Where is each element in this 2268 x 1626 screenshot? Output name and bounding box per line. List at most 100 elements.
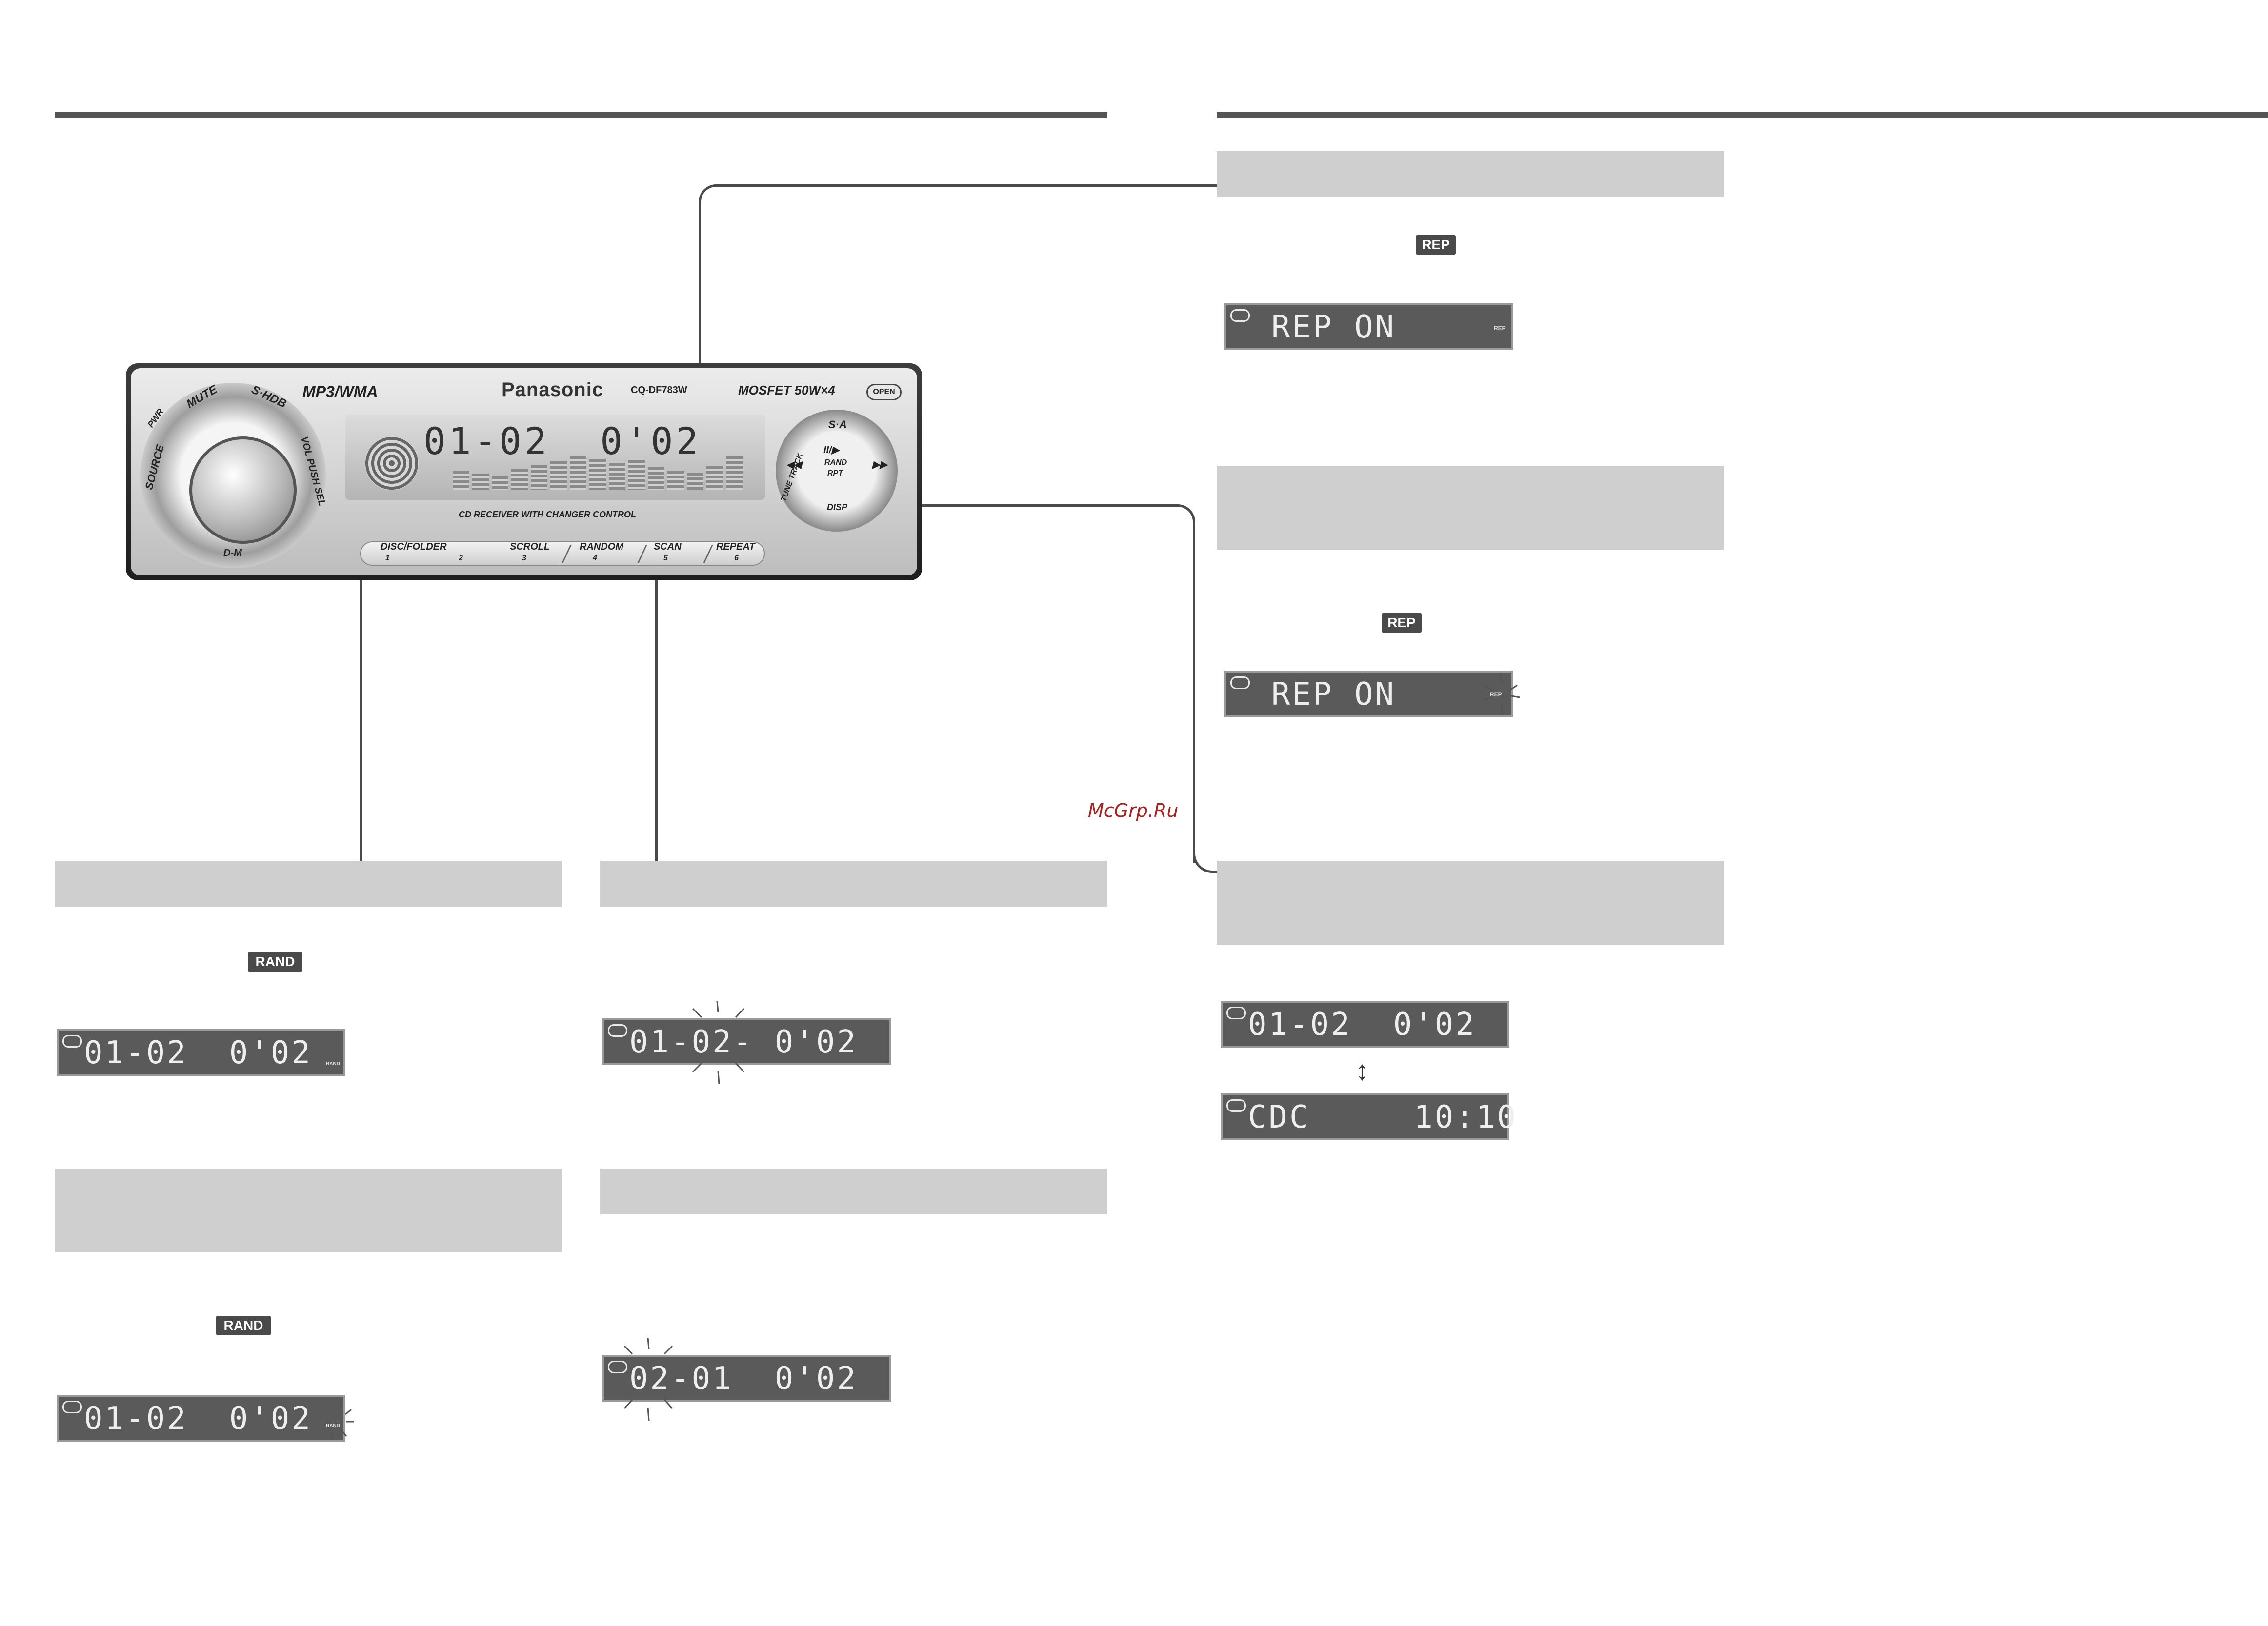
device-display: 01-02 0'02 <box>345 415 765 500</box>
lcd-folder-random-indicator: RAND <box>326 1423 340 1428</box>
volume-knob-ring[interactable] <box>140 383 326 568</box>
preset-6-button[interactable]: 6 <box>734 554 739 562</box>
connector-repeat-corner <box>699 184 718 204</box>
section-bar-folder-scan <box>600 1169 1107 1214</box>
section-bar-display <box>1217 861 1724 945</box>
disc-folder-label: DISC/FOLDER <box>381 541 447 552</box>
preset-2-button[interactable]: 2 <box>459 554 463 562</box>
watermark: McGrp.Ru <box>1088 800 1179 821</box>
strip-separator <box>703 545 713 563</box>
connector-repeat-horizontal <box>717 184 1217 187</box>
eq-bar <box>726 456 743 490</box>
d-m-button[interactable]: D-M <box>223 548 242 558</box>
cd-icon <box>1226 1007 1246 1019</box>
lcd-display-elapsed-text: 01-02 0'02 <box>1248 1007 1476 1043</box>
strip-separator <box>562 545 572 563</box>
lcd-random: 01-02 0'02 RAND <box>57 1029 345 1076</box>
play-pause-button[interactable]: II/▶ <box>823 445 840 456</box>
connector-disp-horizontal <box>873 504 1178 507</box>
top-rule-left <box>55 112 1107 118</box>
lcd-random-indicator: RAND <box>326 1061 340 1067</box>
connector-scan-vertical <box>655 561 658 861</box>
connector-disp-corner-bottom <box>1193 849 1217 873</box>
lcd-folder-random: 01-02 0'02 RAND <box>57 1395 345 1442</box>
lcd-scan-text: 01-02- 0'02 <box>629 1024 858 1060</box>
volume-knob[interactable] <box>189 436 297 544</box>
cd-icon <box>62 1401 82 1413</box>
lcd-scan: 01-02- 0'02 <box>602 1018 891 1065</box>
rand-badge: RAND <box>248 952 302 972</box>
section-bar-scan <box>600 861 1107 907</box>
eq-bar <box>453 471 469 490</box>
up-down-arrow-icon: ↕ <box>1355 1055 1369 1086</box>
scan-label: SCAN <box>654 541 682 552</box>
eq-bar <box>667 471 684 490</box>
display-swirl-graphic <box>365 436 419 490</box>
lcd-folder-repeat-text: REP ON <box>1271 676 1396 713</box>
preset-button-strip: DISC/FOLDER SCROLL RANDOM SCAN REPEAT 1 … <box>360 541 765 566</box>
preset-1-button[interactable]: 1 <box>385 554 390 562</box>
cd-icon <box>608 1024 627 1037</box>
rep-badge: REP <box>1416 235 1456 255</box>
strip-separator <box>637 545 647 563</box>
control-cluster: S·A II/▶ RAND RPT ◀◀ ▶▶ DISP TUNE TRACK <box>776 410 898 532</box>
eq-bar <box>550 461 567 490</box>
blink-marks <box>331 1399 354 1439</box>
preset-4-button[interactable]: 4 <box>593 554 597 562</box>
model-label: CQ-DF783W <box>631 385 687 396</box>
lcd-folder-scan-text: 02-01 0'02 <box>629 1361 858 1397</box>
eq-bar <box>648 467 664 490</box>
lcd-folder-repeat-indicator: REP <box>1490 691 1502 698</box>
cd-icon <box>1226 1099 1246 1112</box>
next-track-button[interactable]: ▶▶ <box>872 459 887 470</box>
connector-disp-corner-top <box>1176 504 1195 524</box>
lcd-random-text: 01-02 0'02 <box>84 1035 312 1071</box>
section-bar-repeat <box>1217 151 1724 197</box>
eq-bar <box>589 459 606 490</box>
lcd-repeat-text: REP ON <box>1271 309 1396 345</box>
section-bar-folder-repeat <box>1217 466 1724 550</box>
lcd-folder-repeat: REP ON REP <box>1224 671 1513 717</box>
eq-bar <box>511 469 528 490</box>
eq-bar <box>531 465 547 490</box>
s-a-button[interactable]: S·A <box>828 418 847 431</box>
device-display-text: 01-02 0'02 <box>423 419 702 463</box>
blink-marks <box>623 1337 673 1421</box>
rpt-button[interactable]: RPT <box>827 469 843 477</box>
lcd-display-elapsed: 01-02 0'02 <box>1221 1001 1509 1048</box>
lcd-display-clock-text: CDC 10:10 <box>1248 1099 1518 1135</box>
blink-marks <box>1483 673 1520 715</box>
section-bar-random <box>55 861 562 907</box>
connector-disp-vertical <box>1193 522 1195 863</box>
cd-icon <box>608 1361 627 1373</box>
cd-icon <box>62 1035 82 1048</box>
eq-bar <box>472 474 489 490</box>
rand-badge: RAND <box>216 1316 271 1335</box>
eq-bar <box>687 473 703 490</box>
cd-icon <box>1230 309 1250 322</box>
preset-3-button[interactable]: 3 <box>522 554 526 562</box>
cd-receiver-subtitle: CD RECEIVER WITH CHANGER CONTROL <box>459 510 636 519</box>
eq-bar <box>570 456 586 490</box>
lcd-repeat-indicator: REP <box>1494 325 1506 332</box>
random-label: RANDOM <box>580 541 623 552</box>
eq-bar <box>706 466 723 490</box>
blink-marks <box>692 1001 745 1085</box>
lcd-folder-scan: 02-01 0'02 <box>602 1355 891 1402</box>
prev-track-button[interactable]: ◀◀ <box>786 459 802 470</box>
cd-icon <box>1230 676 1250 689</box>
top-rule-right <box>1217 112 2268 118</box>
eq-bar <box>609 463 625 490</box>
rand-button[interactable]: RAND <box>824 458 847 467</box>
open-button[interactable]: OPEN <box>866 384 902 400</box>
eq-bar <box>628 460 645 490</box>
lcd-folder-random-text: 01-02 0'02 <box>84 1401 312 1437</box>
lcd-repeat: REP ON REP <box>1224 303 1513 350</box>
scroll-label: SCROLL <box>510 541 550 552</box>
repeat-label: REPEAT <box>716 541 755 552</box>
lcd-display-clock: CDC 10:10 <box>1221 1093 1516 1140</box>
rep-badge: REP <box>1382 613 1422 633</box>
preset-5-button[interactable]: 5 <box>663 554 668 562</box>
disp-button[interactable]: DISP <box>827 502 848 512</box>
format-label: MP3/WMA <box>302 383 378 400</box>
